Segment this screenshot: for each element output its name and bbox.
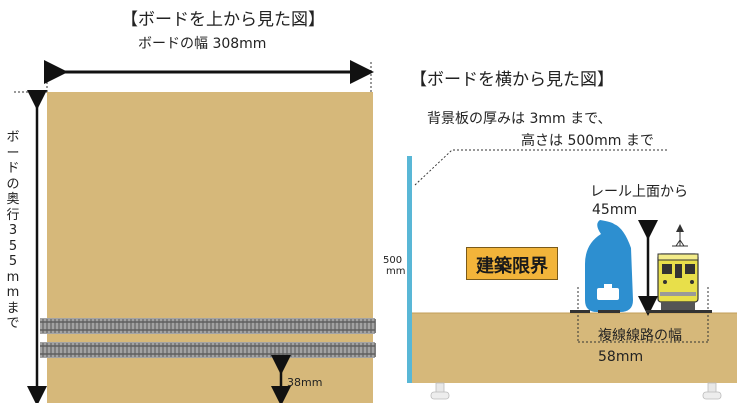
top-view-title: 【ボードを上から見た図】 [121, 10, 325, 30]
depth-char: ド [6, 161, 20, 176]
backboard-leader [414, 149, 667, 186]
depth-char: 5 [8, 254, 18, 269]
depth-char: ー [6, 145, 20, 161]
train-front [656, 224, 700, 313]
depth-char: ボ [6, 130, 20, 145]
board-leg-left [430, 382, 450, 400]
depth-char: m [6, 269, 20, 285]
backboard [407, 156, 412, 383]
clearance-badge [466, 247, 558, 280]
side-view-board [412, 313, 737, 383]
double-track-bracket [570, 287, 712, 343]
depth-char: 5 [8, 238, 18, 254]
height-label-top: 500 [383, 255, 403, 266]
board-leg-right [702, 382, 722, 400]
board-width-label: ボードの幅 308mm [138, 36, 267, 52]
depth-char: 奥 [6, 192, 20, 207]
side-view-title: 【ボードを横から見た図】 [410, 70, 614, 90]
height-label-bottom: mm [386, 266, 406, 277]
backboard-note-line1: 背景板の厚みは 3mm まで、 [427, 111, 612, 127]
depth-char: 3 [8, 223, 18, 238]
backboard-note-line2: 高さは 500mm まで [521, 133, 654, 149]
clearance-shape [585, 220, 633, 312]
rail-height-label-line1: レール上面から [590, 184, 688, 200]
depth-char: の [6, 176, 20, 192]
rail-height-label-line2: 45mm [592, 202, 638, 218]
depth-char: m [6, 285, 20, 300]
depth-char: で [6, 316, 20, 331]
double-track [40, 318, 376, 358]
clearance-label: 建築限界 [476, 256, 548, 277]
board-depth-label: ボ ー ド の 奥 行 3 5 5 m m ま で [3, 130, 23, 332]
double-track-width-label: 複線線路の幅 [598, 328, 682, 344]
depth-char: 行 [6, 207, 20, 223]
double-track-width-value: 58mm [598, 349, 644, 365]
track-offset-label: 38mm [287, 376, 323, 389]
depth-char: ま [6, 300, 20, 316]
clearance-cutout [597, 288, 619, 300]
